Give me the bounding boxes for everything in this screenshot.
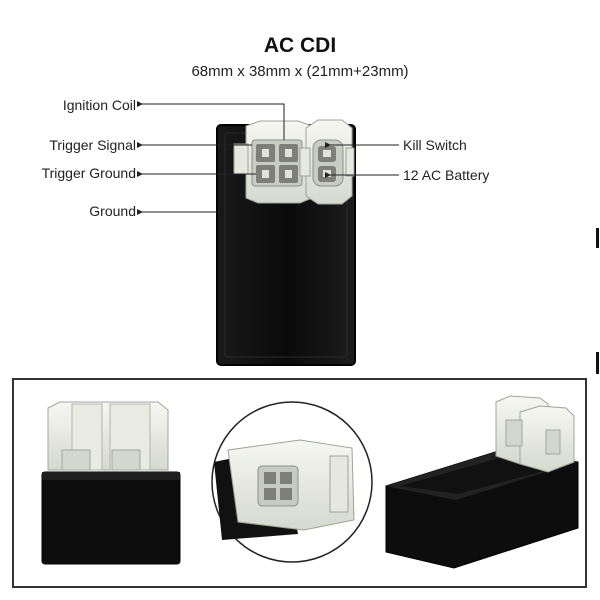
- detail-zoom-circle: [211, 401, 373, 563]
- product-title: AC CDI: [263, 34, 337, 57]
- cdi-unit-main: [216, 119, 356, 366]
- connector-2pin: [299, 119, 355, 205]
- label-trigger-ground: Trigger Ground: [41, 165, 136, 181]
- edge-mark-top: [596, 228, 599, 248]
- detail-angled-view: [385, 395, 579, 569]
- label-trigger-signal: Trigger Signal: [49, 137, 136, 153]
- label-12-ac-battery: 12 AC Battery: [403, 167, 490, 183]
- leader-ignition-coil: [137, 101, 285, 140]
- label-ground: Ground: [89, 203, 136, 219]
- edge-mark-bottom: [596, 352, 599, 374]
- label-ignition-coil: Ignition Coil: [62, 97, 136, 113]
- connector-4pin: [233, 120, 321, 204]
- detail-front-view: [41, 401, 181, 565]
- product-dimensions: 68mm x 38mm x (21mm+23mm): [191, 63, 409, 80]
- detail-frame: [12, 378, 587, 588]
- label-kill-switch: Kill Switch: [403, 137, 467, 153]
